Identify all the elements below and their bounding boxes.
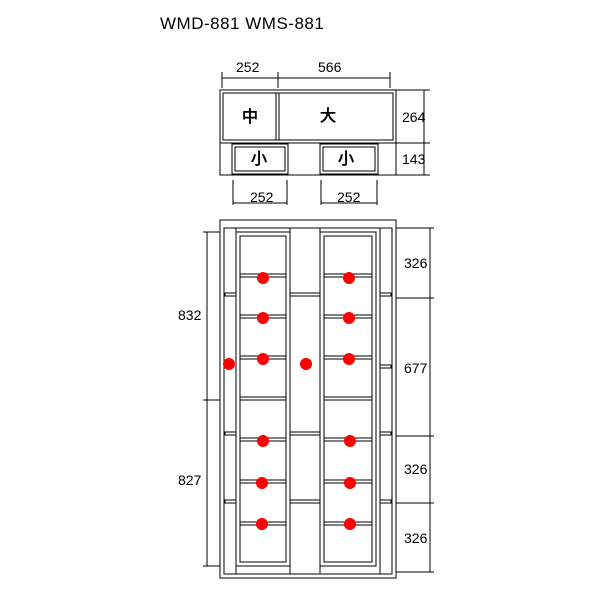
upper-box-inner: [222, 92, 394, 141]
marker-dot: [300, 358, 312, 370]
lower-band-outline: [219, 142, 397, 176]
marker-dot: [344, 477, 356, 489]
center-shelves: [289, 292, 321, 504]
small-box-right: [319, 143, 379, 175]
red-markers: [223, 272, 356, 530]
marker-dot: [256, 518, 268, 530]
marker-dot: [343, 312, 355, 324]
marker-dot: [257, 353, 269, 365]
marker-dot: [343, 353, 355, 365]
marker-dot: [256, 477, 268, 489]
marker-dot: [257, 272, 269, 284]
marker-dot: [223, 358, 235, 370]
side-clips: [224, 292, 392, 504]
small-box-left-inner: [234, 146, 286, 172]
marker-dot: [344, 435, 356, 447]
dim-label-upper-height: 832: [178, 307, 202, 323]
marker-dot: [257, 312, 269, 324]
box-label-small-left: 小: [251, 149, 268, 168]
marker-dot: [344, 518, 356, 530]
right-door-inner: [323, 235, 373, 563]
small-box-left: [231, 143, 289, 175]
left-door-inner: [239, 235, 287, 563]
dim-label-height-top: 264: [402, 109, 426, 125]
dim-label-right-4: 326: [404, 530, 428, 546]
box-label-small-right: 小: [338, 149, 355, 168]
dim-label-top-right: 566: [318, 59, 342, 75]
box-label-middle: 中: [242, 107, 259, 126]
marker-dot: [257, 435, 269, 447]
dim-label-right-1: 326: [404, 255, 428, 271]
cabinet-inner: [223, 227, 393, 575]
small-box-right-inner: [322, 146, 376, 172]
dim-label-bottom-left: 252: [250, 189, 274, 205]
dim-label-height-bottom: 143: [402, 151, 426, 167]
dim-label-top-left: 252: [236, 59, 260, 75]
marker-dot: [343, 272, 355, 284]
box-label-large: 大: [320, 106, 337, 125]
model-title: WMD-881 WMS-881: [160, 14, 325, 33]
dim-label-right-2: 677: [404, 360, 428, 376]
dim-label-right-3: 326: [404, 461, 428, 477]
dim-label-bottom-right: 252: [337, 189, 361, 205]
dim-label-lower-height: 827: [178, 472, 202, 488]
cabinet-outline: [219, 219, 397, 579]
